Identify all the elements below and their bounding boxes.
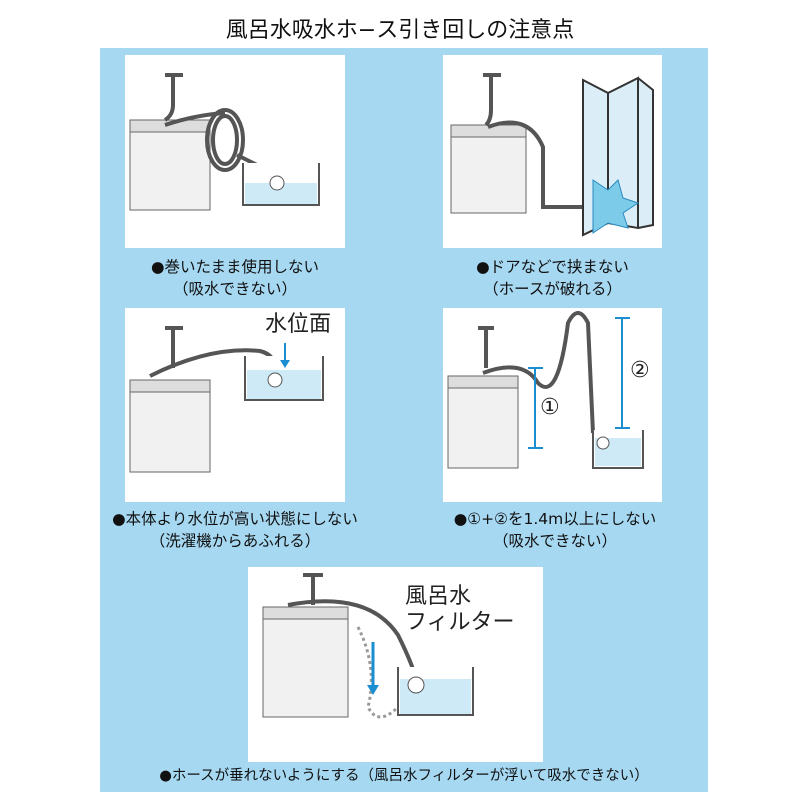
filter-label: 風呂水 フィルター: [405, 584, 515, 636]
caption-height: ●①+②を1.4m以上にしない （吸水できない）: [430, 508, 680, 552]
filter-label-line: フィルター: [405, 610, 515, 635]
caption-door: ●ドアなどで挟まない （ホースが破れる）: [443, 256, 662, 300]
panel-coiled-hose: [125, 55, 345, 248]
sagging-hose-illustration: [262, 573, 474, 719]
caption-line: ●巻いたまま使用しない: [150, 258, 320, 276]
caption-water-level: ●本体より水位が高い状態にしない （洗濯機からあふれる）: [110, 508, 360, 552]
caption-line: ●ホースが垂れないようにする（風呂水フィルターが浮いて吸水できない）: [159, 768, 649, 784]
panel-water-level: [125, 308, 345, 502]
filter-label-line: 風呂水: [405, 584, 472, 609]
panel-door-pinch: [443, 55, 662, 248]
water-level-label: 水位面: [265, 312, 332, 337]
marker-1: ①: [540, 395, 560, 420]
door-pinch-illustration: [450, 73, 654, 237]
height-limit-illustration: [447, 311, 644, 469]
caption-sagging: ●ホースが垂れないようにする（風呂水フィルターが浮いて吸水できない）: [100, 765, 708, 787]
coiled-hose-illustration: [129, 73, 320, 211]
panel-sagging-hose: [248, 567, 543, 762]
marker-2: ②: [630, 358, 650, 383]
caption-line: （ホースが破れる）: [483, 280, 622, 298]
caption-coiled: ●巻いたまま使用しない （吸水できない）: [125, 256, 345, 300]
caption-line: （吸水できない）: [172, 280, 297, 298]
caption-line: ●ドアなどで挟まない: [476, 258, 629, 276]
caption-line: ●①+②を1.4m以上にしない: [453, 510, 657, 528]
caption-line: （洗濯機からあふれる）: [149, 532, 321, 550]
caption-line: （吸水できない）: [492, 532, 617, 550]
page-title: 風呂水吸水ホ−ス引き回しの注意点: [225, 18, 575, 43]
caption-line: ●本体より水位が高い状態にしない: [112, 510, 358, 528]
panel-height-limit: [443, 308, 662, 502]
water-level-illustration: [129, 326, 324, 473]
